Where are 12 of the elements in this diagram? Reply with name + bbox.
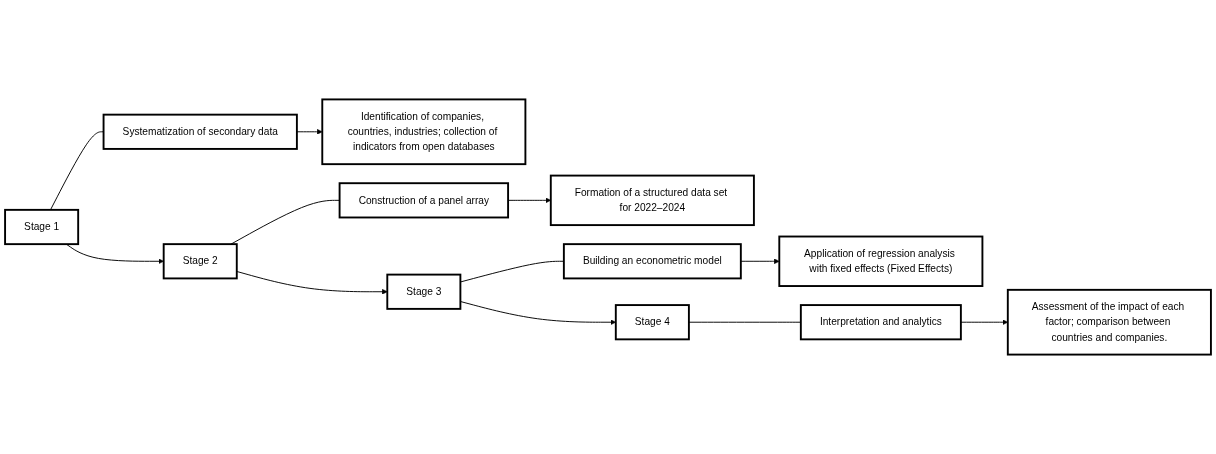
node-box: Building an econometric model (562, 243, 742, 280)
node-box: Assessment of the impact of each factor; comparison between countries and companies. (1006, 288, 1212, 356)
node-box: Stage 2 (162, 243, 238, 280)
node-box: Construction of a panel array (338, 182, 510, 219)
node-box: Stage 3 (386, 273, 462, 310)
node-box: Stage 1 (4, 208, 80, 246)
node-box: Systematization of secondary data (102, 113, 298, 150)
node-box: Application of regression analysis with fixed effects (Fixed Effects) (778, 235, 984, 287)
node-box: Stage 4 (614, 304, 690, 341)
node-box: Interpretation and analytics (799, 304, 962, 341)
node-box: Identification of companies, countries, industries; collection of indicators from open databases (321, 98, 527, 166)
node-box: Formation of a structured data set for 2022–2024 (549, 174, 755, 227)
